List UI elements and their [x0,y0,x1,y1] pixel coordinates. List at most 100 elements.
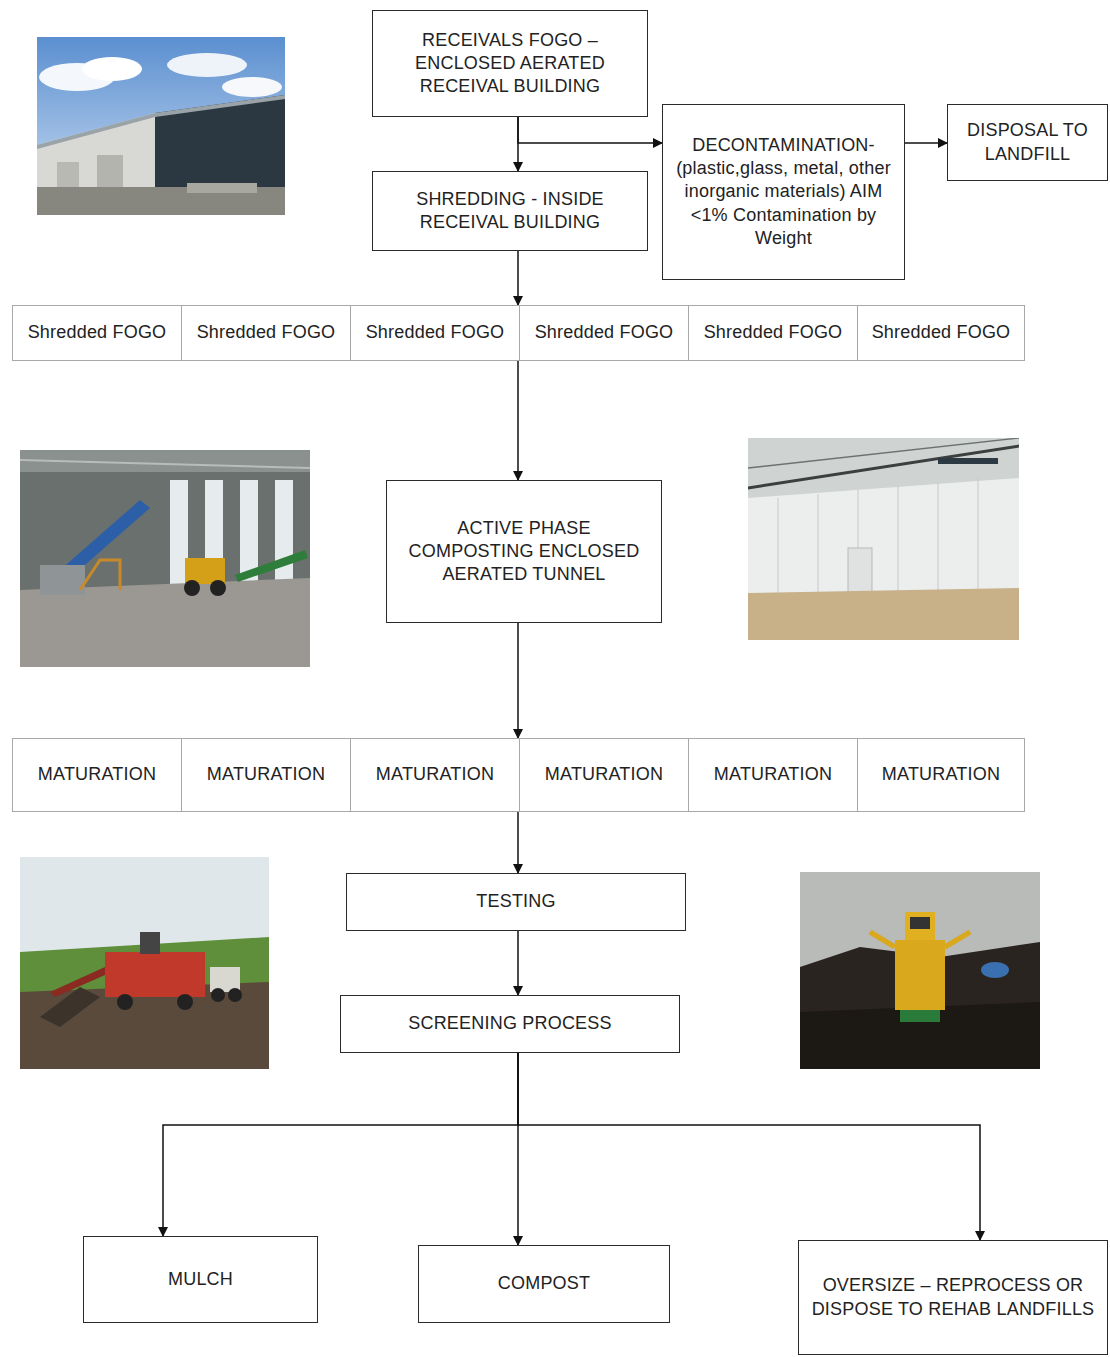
node-label: RECEIVALS FOGO – ENCLOSED AERATED RECEIV… [383,29,637,98]
flow-arrow [905,142,947,144]
output-box: MULCH [83,1236,318,1323]
interior-photo [20,450,310,667]
floor [748,588,1019,640]
ceiling [20,450,310,472]
band-cell: MATURATION [181,738,351,812]
flow-arrow [518,1053,980,1240]
node-label: COMPOST [498,1272,590,1295]
node-label: MATURATION [545,763,663,786]
conveyor [50,967,105,997]
tunnel-photo [748,438,1019,640]
door [97,155,123,190]
node-label: ACTIVE PHASE COMPOSTING ENCLOSED AERATED… [397,517,651,586]
screening-machine [105,952,205,997]
wheel [211,988,225,1002]
building-photo [37,37,285,215]
node-label: TESTING [476,890,555,913]
wall [20,450,310,667]
tarp [981,962,1009,978]
band-cell: MATURATION [519,738,689,812]
process-box: RECEIVALS FOGO – ENCLOSED AERATED RECEIV… [372,10,648,117]
band-cell: MATURATION [857,738,1025,812]
building-wall [155,95,285,187]
truss [20,460,310,468]
wheel [117,994,133,1010]
node-label: SCREENING PROCESS [408,1012,611,1035]
flow-arrow [517,812,519,873]
compost-pile [40,987,100,1027]
node-label: SHREDDING - INSIDE RECEIVAL BUILDING [383,188,637,234]
band-cell: MATURATION [12,738,182,812]
flow-arrow [517,251,519,305]
band-cell: Shredded FOGO [519,305,689,361]
node-label: DISPOSAL TO LANDFILL [958,119,1097,165]
base [900,1010,940,1022]
field-photo [20,857,269,1069]
arm [870,932,895,947]
hopper [40,565,85,595]
node-label: Shredded FOGO [872,321,1011,344]
process-box: ACTIVE PHASE COMPOSTING ENCLOSED AERATED… [386,480,662,623]
cloud [82,57,142,81]
window [275,480,293,590]
compost-photo [800,872,1040,1069]
output-box: OVERSIZE – REPROCESS OR DISPOSE TO REHAB… [798,1240,1108,1355]
conveyor [235,550,308,582]
node-label: MATURATION [376,763,494,786]
band-cell: Shredded FOGO [857,305,1025,361]
wheel [177,994,193,1010]
node-label: Shredded FOGO [28,321,167,344]
panel-line [938,482,939,593]
process-box: DECONTAMINATION- (plastic,glass, metal, … [662,104,905,280]
stairs [80,560,120,590]
sky [37,37,285,215]
cloud [222,77,282,97]
band-cell: MATURATION [688,738,858,812]
wall [748,438,1019,640]
process-box: DISPOSAL TO LANDFILL [947,104,1108,181]
node-label: MATURATION [714,763,832,786]
panel-line [898,486,899,593]
node-label: OVERSIZE – REPROCESS OR DISPOSE TO REHAB… [809,1274,1097,1320]
hopper [140,932,160,954]
sky [20,857,269,1069]
band-cell: Shredded FOGO [350,305,520,361]
node-label: MATURATION [207,763,325,786]
process-box: SCREENING PROCESS [340,995,680,1053]
node-label: MATURATION [38,763,156,786]
flow-arrow [517,931,519,995]
band-cell: Shredded FOGO [688,305,858,361]
cab [905,912,935,940]
node-label: MULCH [168,1268,233,1291]
node-label: DECONTAMINATION- (plastic,glass, metal, … [673,134,894,249]
node-label: MATURATION [882,763,1000,786]
panel-line [978,478,979,593]
wheel [210,580,226,596]
barrier [187,183,257,193]
panel-line [818,494,819,593]
process-box: TESTING [346,873,686,931]
sky [800,872,1040,1069]
panel-line [778,498,779,593]
wheel [184,580,200,596]
flow-arrow [163,1053,518,1236]
flow-arrow [517,361,519,480]
band-cell: MATURATION [350,738,520,812]
door [848,548,872,593]
flow-arrow [517,623,519,738]
process-box: SHREDDING - INSIDE RECEIVAL BUILDING [372,171,648,251]
node-label: Shredded FOGO [197,321,336,344]
flow-arrow [518,117,662,143]
arm [945,932,970,947]
band-cell: Shredded FOGO [181,305,351,361]
node-label: Shredded FOGO [535,321,674,344]
building-wall [37,113,155,195]
ground [800,1002,1040,1069]
roof-edge [37,95,285,149]
node-label: Shredded FOGO [704,321,843,344]
cab-window [910,917,930,929]
output-box: COMPOST [418,1245,670,1323]
machine-body [895,940,945,1010]
